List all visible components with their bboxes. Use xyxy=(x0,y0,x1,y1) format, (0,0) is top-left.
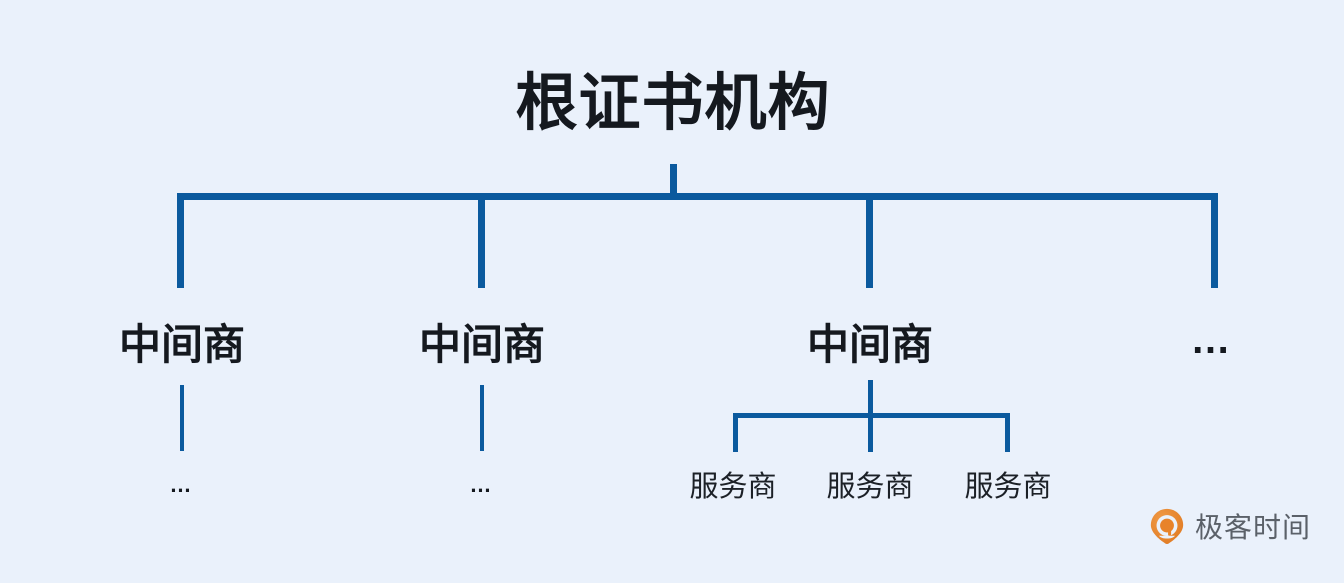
connector-root-stem xyxy=(670,164,677,197)
root-node-label: 根证书机构 xyxy=(515,69,831,138)
connector-drop-intermediary-3 xyxy=(866,193,873,288)
connector-drop-service-1 xyxy=(733,413,738,452)
intermediary-node-1-label: 中间商 xyxy=(118,321,246,368)
connector-stem-intermediary-2-children xyxy=(480,385,484,451)
intermediary-node-3-label: 中间商 xyxy=(806,321,934,368)
intermediary-1-children-ellipsis: … xyxy=(169,472,195,497)
intermediary-more-ellipsis: … xyxy=(1190,318,1234,362)
connector-service-bus xyxy=(733,413,1010,418)
connector-drop-intermediary-2 xyxy=(478,193,485,288)
service-provider-node-1-label: 服务商 xyxy=(689,471,777,503)
connector-stem-intermediary-1-children xyxy=(180,385,184,451)
connector-main-bus xyxy=(177,193,1218,200)
connector-drop-intermediary-1 xyxy=(177,193,184,288)
connector-drop-service-3 xyxy=(1005,413,1010,452)
intermediary-2-children-ellipsis: … xyxy=(469,472,495,497)
watermark-text: 极客时间 xyxy=(1195,512,1312,543)
service-provider-node-3-label: 服务商 xyxy=(964,471,1052,503)
intermediary-node-2-label: 中间商 xyxy=(418,321,546,368)
service-provider-node-2-label: 服务商 xyxy=(826,471,914,503)
watermark-logo: 极客时间 xyxy=(1148,506,1311,546)
geektime-pin-logo-icon xyxy=(1148,507,1186,545)
connector-drop-intermediary-more xyxy=(1211,193,1218,288)
